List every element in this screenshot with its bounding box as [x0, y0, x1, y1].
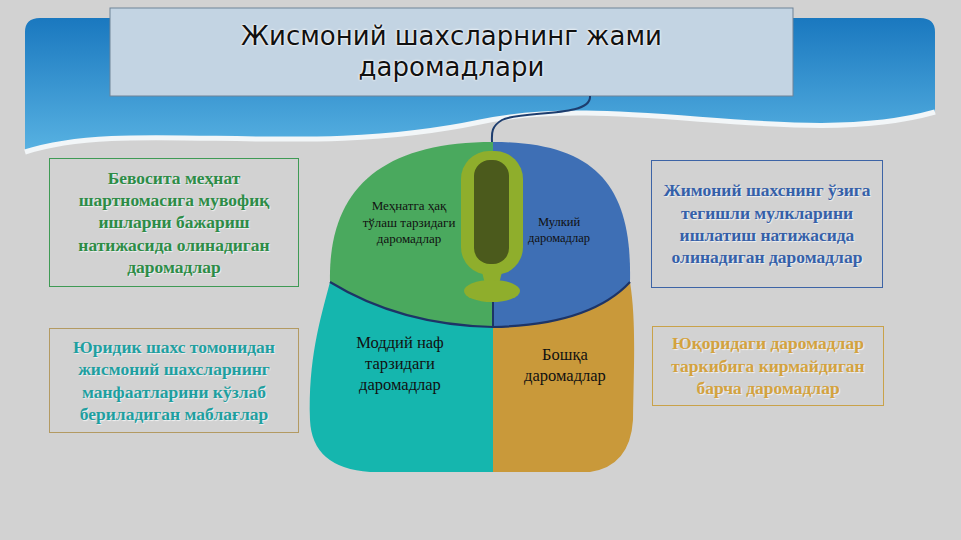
scroll-wheel-inner [474, 160, 509, 264]
description-box: Юридик шахс томонидан жисмоний шахсларни… [49, 328, 299, 433]
scroll-wheel-neck [482, 272, 502, 284]
sector-fill [493, 282, 634, 472]
sector-label: Моддий наф тарзидаги даромадлар [336, 332, 464, 395]
sector-divider [492, 296, 494, 327]
title-box [110, 8, 793, 96]
scroll-wheel [461, 151, 523, 275]
description-box: Бевосита меҳнат шартномасига мувофиқ ишл… [49, 158, 299, 287]
description-text: Бевосита меҳнат шартномасига мувофиқ ишл… [58, 167, 290, 279]
description-text: Юқоридаги даромадлар таркибига кирмайдиг… [656, 332, 880, 399]
description-box: Юқоридаги даромадлар таркибига кирмайдиг… [652, 326, 884, 406]
mouse-cable [492, 96, 590, 143]
scroll-wheel-base [464, 280, 520, 302]
sector-label: Мулкий даромадлар [511, 214, 607, 246]
income-sector: Моддий наф тарзидаги даромадлар [308, 280, 494, 474]
title-container: Жисмоний шахсларнинг жами даромадлари [110, 8, 793, 96]
slide-title: Жисмоний шахсларнинг жами даромадлари [217, 21, 687, 83]
sector-label: Бошқа даромадлар [509, 344, 621, 386]
sector-label: Меҳнатга ҳақ тўлаш тарзидаги даромадлар [361, 198, 457, 248]
sector-divider [330, 282, 630, 327]
description-text: Жимоний шахснинг ўзига тегишли мулкларин… [656, 179, 878, 269]
sector-fill [310, 282, 493, 472]
income-sector: Бошқа даромадлар [493, 280, 637, 474]
description-text: Юридик шахс томонидан жисмоний шахсларни… [56, 336, 292, 426]
description-box: Жимоний шахснинг ўзига тегишли мулкларин… [651, 160, 883, 288]
